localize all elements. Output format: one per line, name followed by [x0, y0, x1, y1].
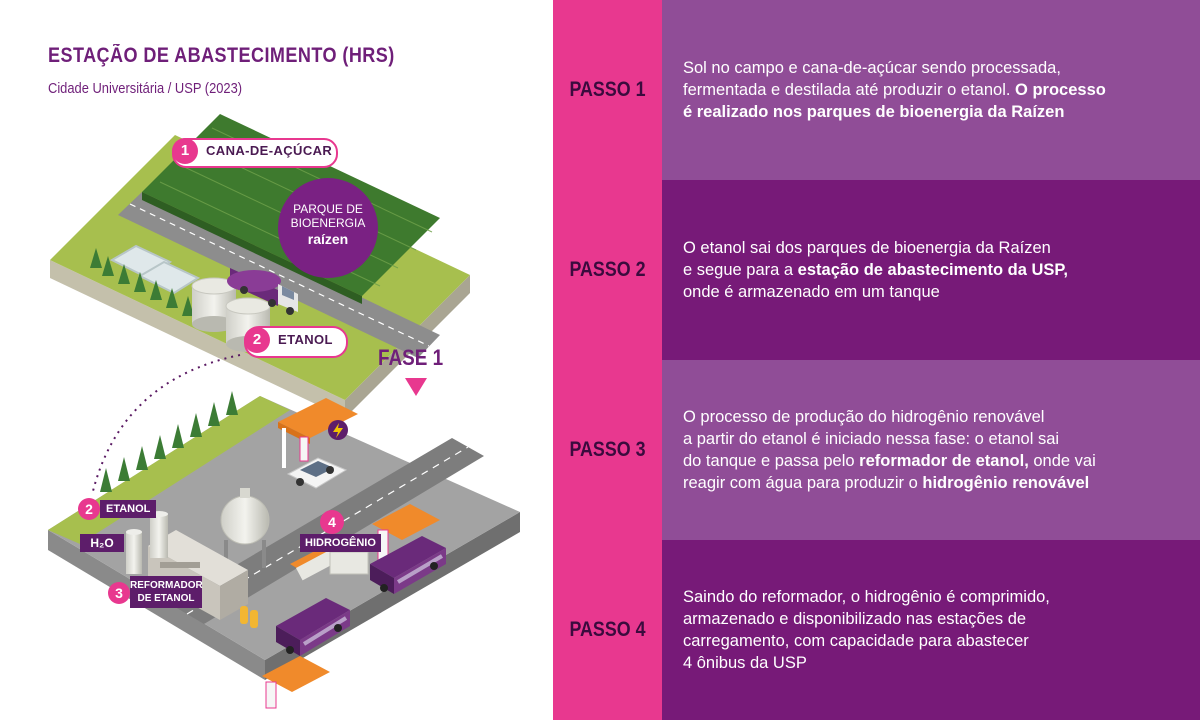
etanol-top-label-text: ETANOL — [278, 332, 333, 347]
arrow-down-icon — [405, 378, 427, 396]
raizen-logo: raízen — [307, 231, 349, 247]
step-label: PASSO 2 — [569, 258, 646, 281]
bold-text: hidrogênio renovável — [922, 474, 1090, 492]
text: O processo de produção do hidrogênio ren… — [683, 408, 1045, 426]
text: onde vai — [1028, 452, 1096, 470]
step-description-cell: O processo de produção do hidrogênio ren… — [662, 360, 1200, 540]
text: reagir com água para produzir o — [683, 474, 923, 492]
description-line: onde é armazenado em um tanque — [683, 283, 940, 301]
lightning-icon — [333, 423, 343, 438]
phase-label: FASE 1 — [378, 345, 444, 370]
reformador-line-1: REFORMADOR — [130, 580, 203, 591]
text: 4 ônibus da USP — [683, 654, 807, 672]
bus-1 — [370, 536, 446, 594]
cana-label-text: CANA-DE-AÇÚCAR — [206, 143, 333, 158]
step-label: PASSO 4 — [569, 618, 646, 641]
pool-2 — [137, 260, 201, 295]
text: onde é armazenado em um tanque — [683, 283, 940, 301]
step-description: O processo de produção do hidrogênio ren… — [683, 406, 1186, 494]
description-line: é realizado nos parques de bioenergia da… — [683, 103, 1064, 121]
text: armazenado e disponibilizado nas estaçõe… — [683, 610, 1027, 628]
water-tank — [126, 529, 142, 574]
description-line: a partir do etanol é iniciado nessa fase… — [683, 430, 1059, 448]
car — [286, 457, 348, 489]
ground-side-left — [50, 260, 345, 418]
step-description-cell: Saindo do reformador, o hidrogênio é com… — [662, 540, 1200, 720]
step-description: Saindo do reformador, o hidrogênio é com… — [683, 586, 1186, 674]
station-tree-row — [100, 391, 238, 492]
description-line: reagir com água para produzir o hidrogên… — [683, 474, 1089, 492]
charging-canopy-car — [278, 398, 358, 468]
text: carregamento, com capacidade para abaste… — [683, 632, 1029, 650]
description-line: fermentada e destilada até produzir o et… — [683, 81, 1106, 99]
road-marking — [129, 203, 430, 347]
step-label-cell: PASSO 4 — [553, 540, 662, 720]
etanol-station-label-text: ETANOL — [100, 500, 157, 518]
steps-panel: PASSO 1 Sol no campo e cana-de-açúcar sen… — [553, 0, 1200, 720]
bioenergy-park-badge: PARQUE DE BIOENERGIA raízen — [278, 178, 378, 278]
parque-line-2: BIOENERGIA — [290, 216, 366, 230]
tanker-truck — [227, 268, 298, 315]
page-title: ESTAÇÃO DE ABASTECIMENTO (HRS) — [48, 44, 395, 67]
page-subtitle: Cidade Universitária / USP (2023) — [48, 80, 243, 97]
bold-text: é realizado nos parques de bioenergia da… — [683, 103, 1065, 121]
connector-dotted-line — [91, 354, 241, 496]
bus-2 — [276, 598, 350, 656]
description-line: e segue para a estação de abastecimento … — [683, 261, 1068, 279]
text: Saindo do reformador, o hidrogênio é com… — [683, 588, 1050, 606]
bold-text: estação de abastecimento da USP, — [797, 261, 1068, 279]
description-line: Saindo do reformador, o hidrogênio é com… — [683, 588, 1050, 606]
step-2-badge: 2 — [78, 498, 100, 520]
step-description: O etanol sai dos parques de bioenergia d… — [683, 237, 1186, 303]
description-line: Sol no campo e cana-de-açúcar sendo proc… — [683, 59, 1061, 77]
charging-canopy-bus-2 — [262, 656, 330, 709]
h2o-label: H₂O — [80, 534, 124, 552]
ethanol-station-tank — [150, 511, 168, 558]
description-line: armazenado e disponibilizado nas estaçõe… — [683, 610, 1026, 628]
step-label-cell: PASSO 1 — [553, 0, 662, 180]
step-4-badge: 4 — [320, 510, 344, 534]
text: do tanque e passa pelo — [683, 452, 860, 470]
step-1-badge: 1 — [172, 138, 198, 164]
step-description-cell: O etanol sai dos parques de bioenergia d… — [662, 180, 1200, 360]
step-description: Sol no campo e cana-de-açúcar sendo proc… — [683, 57, 1186, 123]
bold-text: reformador de etanol, — [859, 452, 1029, 470]
reformador-line-2: DE ETANOL — [137, 593, 195, 604]
description-line: do tanque e passa pelo reformador de eta… — [683, 452, 1096, 470]
step-3-badge: 3 — [108, 582, 130, 604]
parque-label-text: PARQUE DE BIOENERGIA raízen — [278, 202, 378, 246]
description-line: 4 ônibus da USP — [683, 654, 807, 672]
description-line: O processo de produção do hidrogênio ren… — [683, 408, 1044, 426]
bold-text: O processo — [1015, 81, 1106, 99]
description-line: O etanol sai dos parques de bioenergia d… — [683, 239, 1051, 257]
step-row-2: PASSO 2 O etanol sai dos parques de bioen… — [553, 180, 1200, 360]
step-row-1: PASSO 1 Sol no campo e cana-de-açúcar sen… — [553, 0, 1200, 180]
step-label-cell: PASSO 3 — [553, 360, 662, 540]
description-line: carregamento, com capacidade para abaste… — [683, 632, 1029, 650]
text: Sol no campo e cana-de-açúcar sendo proc… — [683, 59, 1061, 77]
sugarcane-field-side — [142, 192, 362, 304]
isometric-scene — [48, 114, 520, 709]
step-label-cell: PASSO 2 — [553, 180, 662, 360]
reformador-label-box: REFORMADOR DE ETANOL — [130, 576, 203, 608]
gas-cylinders — [240, 606, 258, 628]
parque-line-1: PARQUE DE — [293, 202, 363, 216]
text: e segue para a — [683, 261, 798, 279]
step-label: PASSO 3 — [569, 438, 646, 461]
step-label: PASSO 1 — [569, 78, 646, 101]
text: a partir do etanol é iniciado nessa fase… — [683, 430, 1060, 448]
step-row-4: PASSO 4 Saindo do reformador, o hidrogêni… — [553, 540, 1200, 720]
hidrogenio-label-text: HIDROGÊNIO — [300, 534, 381, 552]
station-illustration: 1 CANA-DE-AÇÚCAR PARQUE DE BIOENERGIA ra… — [0, 100, 553, 720]
step-row-3: PASSO 3 O processo de produção do hidrogê… — [553, 360, 1200, 540]
text: O etanol sai dos parques de bioenergia d… — [683, 239, 1051, 257]
hydrogen-sphere-tank — [220, 488, 270, 568]
text: fermentada e destilada até produzir o et… — [683, 81, 1016, 99]
tree-row — [90, 248, 194, 316]
step-description-cell: Sol no campo e cana-de-açúcar sendo proc… — [662, 0, 1200, 180]
step-2-badge-top: 2 — [244, 327, 270, 353]
